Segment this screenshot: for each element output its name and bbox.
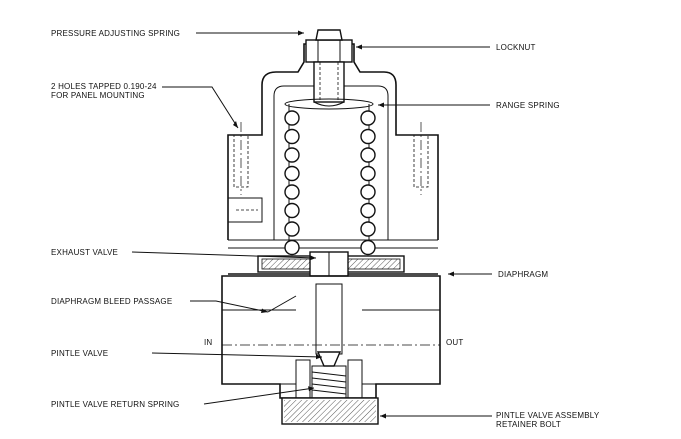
spring-coil-section [284,221,300,237]
pintle-valve-shape [316,351,342,367]
leader-lines [131,30,492,419]
spring-coil-section [360,184,376,200]
spring-coil-section [284,128,300,145]
label-retainer-line2: RETAINER BOLT [496,420,561,429]
spring-coil-section [360,110,376,126]
spring-coil-section [360,202,376,219]
label-pressure-adjusting-spring: PRESSURE ADJUSTING SPRING [51,29,181,38]
lower-body-outline [221,275,441,399]
central-passage [315,283,343,355]
label-in: IN [204,338,213,347]
spring-coil-section [360,147,376,163]
spring-coil-section [284,110,300,126]
range-spring-coils [284,98,376,256]
bonnet-side-boss [228,197,263,223]
bleed-passage [267,295,297,313]
spring-coil-section [284,165,300,182]
label-out: OUT [446,338,464,347]
label-diaphragm: DIAPHRAGM [498,270,549,279]
label-holes-line1: 2 HOLES TAPPED 0.190-24 [51,82,157,91]
label-diaphragm-bleed-passage: DIAPHRAGM BLEED PASSAGE [51,297,173,306]
spring-coil-section [360,239,376,256]
label-retainer-line1: PINTLE VALVE ASSEMBLY [496,411,600,420]
spring-coil-section [360,165,376,182]
label-locknut: LOCKNUT [496,43,536,52]
adjusting-screw-shaft [313,61,345,103]
label-exhaust-valve: EXHAUST VALVE [51,248,119,257]
spring-coil-section [284,147,300,163]
spring-coil-section [360,221,376,237]
spring-coil-section [284,202,300,219]
label-pintle-valve: PINTLE VALVE [51,349,109,358]
locknut-shape [305,39,353,63]
label-range-spring: RANGE SPRING [496,101,560,110]
pintle-return-spring [311,365,347,399]
spring-coil-section [360,128,376,145]
label-holes-line2: FOR PANEL MOUNTING [51,91,145,100]
spring-coil-section [284,239,300,256]
adjusting-screw-head [315,29,343,41]
spring-coil-section [284,184,300,200]
label-pintle-valve-return-spring: PINTLE VALVE RETURN SPRING [51,400,180,409]
